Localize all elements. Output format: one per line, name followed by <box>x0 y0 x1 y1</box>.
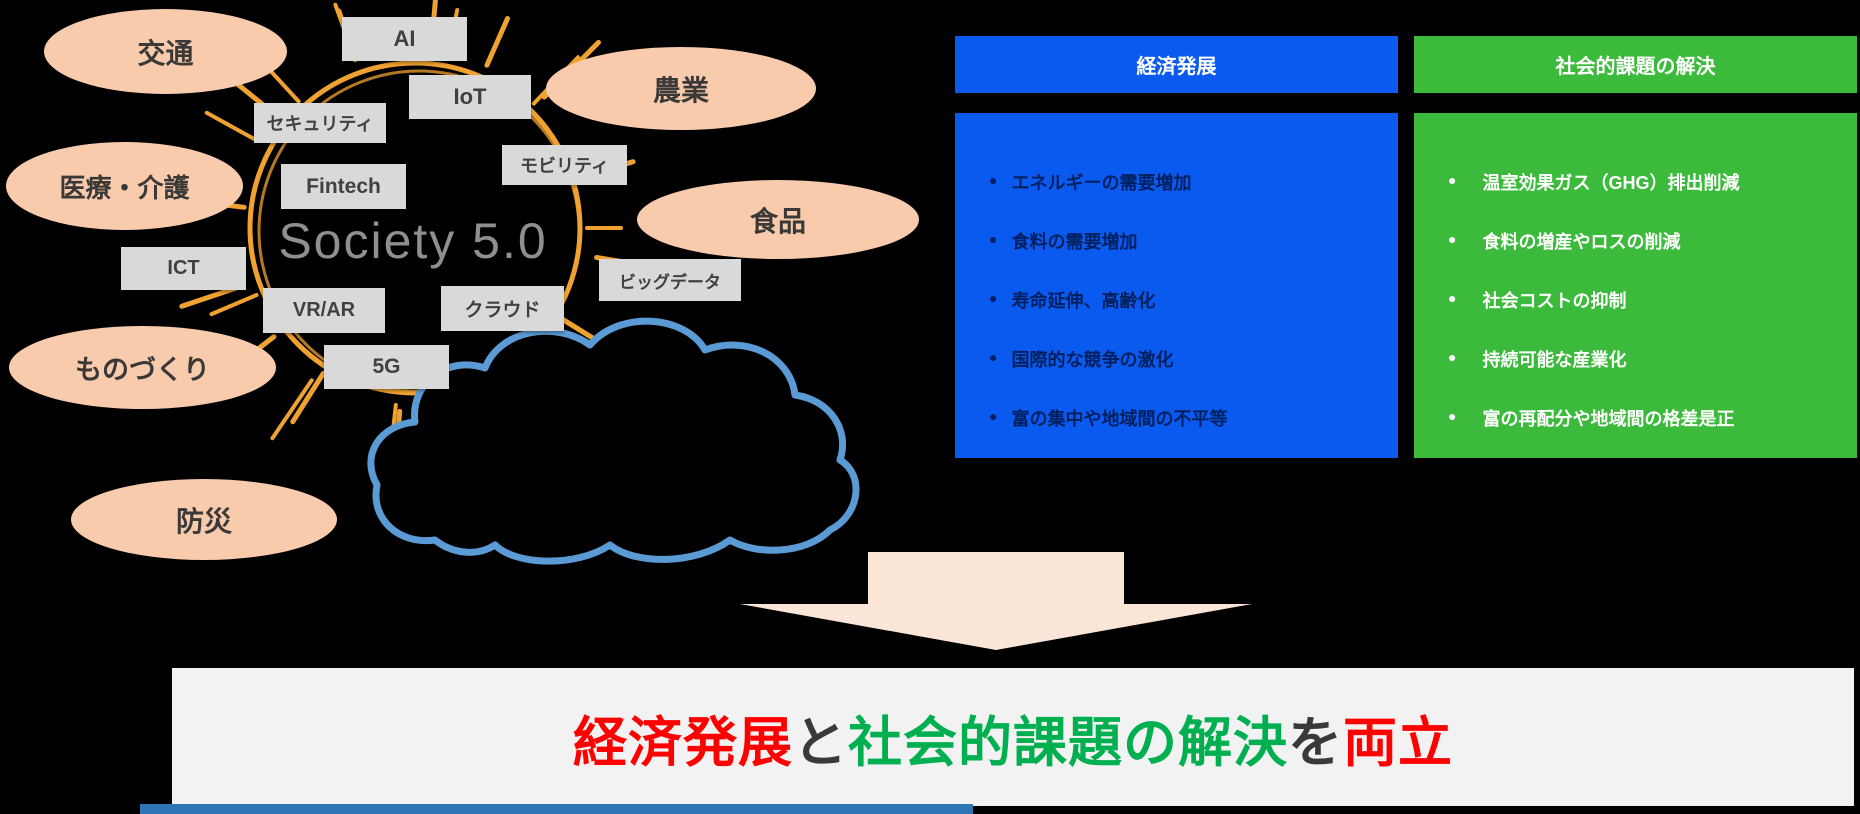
sector-ellipse-transport: 交通 <box>44 9 287 94</box>
banner-economic-text: 経済発展 <box>573 712 793 773</box>
tech-box-5g: 5G <box>324 345 449 389</box>
panel-item: 富の再配分や地域間の格差是正 <box>1448 405 1835 431</box>
tech-box-vrar: VR/AR <box>263 288 385 333</box>
sector-ellipse-disaster-prevention: 防災 <box>71 479 337 560</box>
panel-item: 持続可能な産業化 <box>1448 346 1835 372</box>
sector-ellipse-manufacturing: ものづくり <box>9 326 276 409</box>
panel-item: 食料の需要増加 <box>989 228 1376 254</box>
social-panel-title: 社会的課題の解決 <box>1555 56 1716 78</box>
society-title: Society 5.0 <box>278 213 548 269</box>
economic-panel-list: エネルギーの需要増加 食料の需要増加 寿命延伸、高齢化 国際的な競争の激化 富の… <box>955 113 1398 431</box>
panel-item: 寿命延伸、高齢化 <box>989 287 1376 313</box>
economic-panel-header: 経済発展 <box>955 36 1398 93</box>
social-panel-list: 温室効果ガス（GHG）排出削減 食料の増産やロスの削減 社会コストの抑制 持続可… <box>1414 113 1857 431</box>
sector-ellipse-food: 食品 <box>637 180 919 259</box>
tech-box-ict: ICT <box>121 247 246 290</box>
panel-item: 国際的な競争の激化 <box>989 346 1376 372</box>
conclusion-text: 経済発展と社会的課題の解決を両立 <box>573 698 1453 777</box>
banner-and-text: と <box>793 712 848 773</box>
tech-box-cloud: クラウド <box>441 286 564 331</box>
bottom-blue-line <box>140 804 973 814</box>
tech-box-bigdata: ビッグデータ <box>599 259 741 301</box>
banner-both-text: 両立 <box>1343 712 1453 773</box>
tech-box-security: セキュリティ <box>254 103 386 143</box>
economic-panel-title: 経済発展 <box>1136 56 1217 78</box>
banner-social-text: 社会的課題の解決 <box>848 712 1288 773</box>
sector-ellipse-agriculture: 農業 <box>546 47 816 130</box>
tech-box-ai: AI <box>342 17 467 61</box>
tech-box-fintech: Fintech <box>281 164 406 209</box>
panel-item: 社会コストの抑制 <box>1448 287 1835 313</box>
sector-ellipse-medical-care: 医療・介護 <box>6 142 243 230</box>
tech-box-iot: IoT <box>409 75 531 119</box>
tech-box-mobility: モビリティ <box>502 145 627 185</box>
panel-item: 富の集中や地域間の不平等 <box>989 405 1376 431</box>
panel-item: 温室効果ガス（GHG）排出削減 <box>1448 169 1835 195</box>
banner-wo-text: を <box>1288 712 1343 773</box>
down-arrow-icon <box>740 552 1252 650</box>
panel-item: エネルギーの需要増加 <box>989 169 1376 195</box>
conclusion-banner: 経済発展と社会的課題の解決を両立 <box>172 668 1854 806</box>
panel-item: 食料の増産やロスの削減 <box>1448 228 1835 254</box>
social-panel-header: 社会的課題の解決 <box>1414 36 1857 93</box>
economic-panel-body: エネルギーの需要増加 食料の需要増加 寿命延伸、高齢化 国際的な競争の激化 富の… <box>955 113 1398 458</box>
social-panel-body: 温室効果ガス（GHG）排出削減 食料の増産やロスの削減 社会コストの抑制 持続可… <box>1414 113 1857 458</box>
